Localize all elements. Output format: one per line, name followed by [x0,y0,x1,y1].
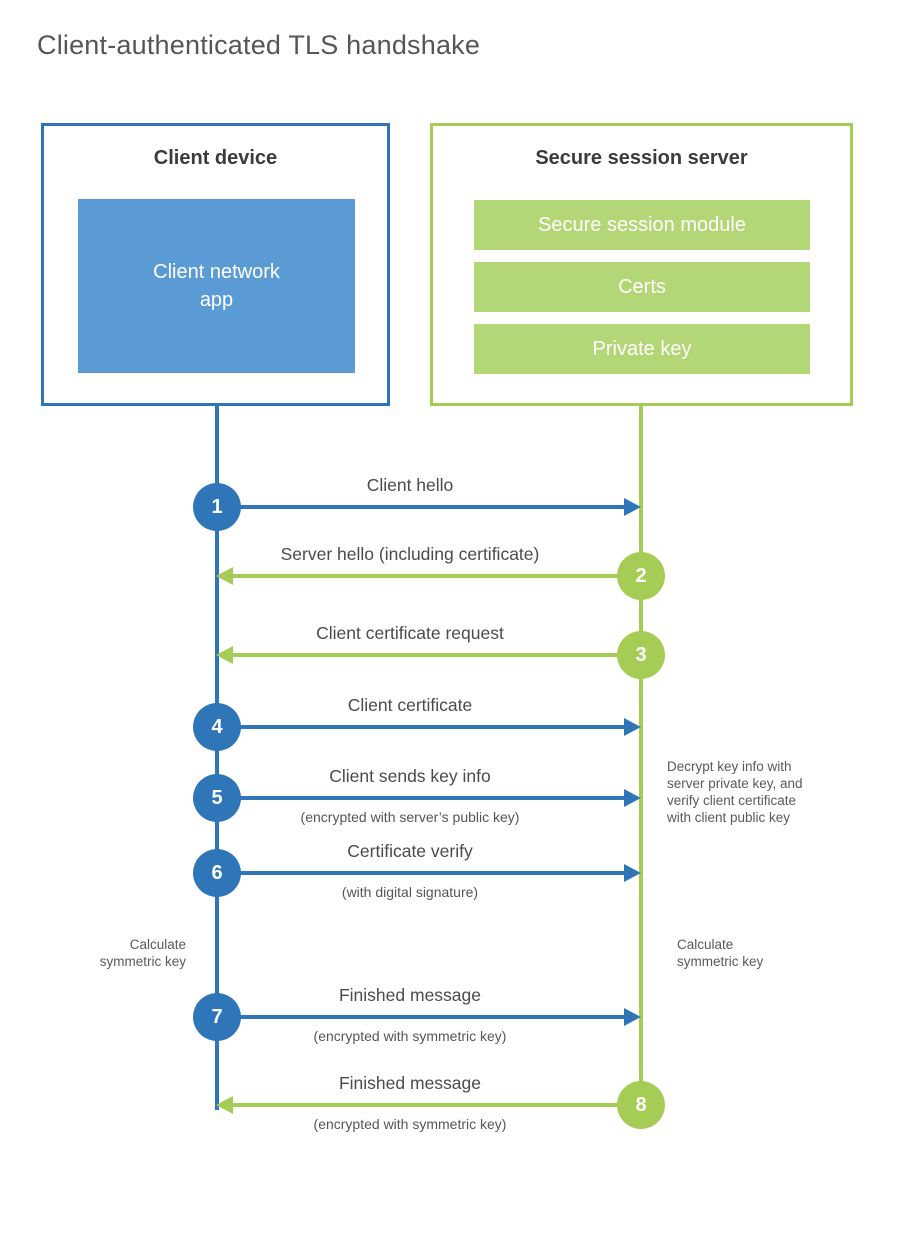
arrow-head-left-icon [216,646,233,664]
step-circle: 4 [193,703,241,751]
message-label: Client hello [366,475,454,495]
client-lifeline [215,405,219,1110]
message-sublabel: (encrypted with server’s public key) [300,809,520,825]
step-circle: 6 [193,849,241,897]
step-circle: 7 [193,993,241,1041]
secure-session-server-heading: Secure session server [535,147,748,169]
message-sublabel: (encrypted with symmetric key) [313,1028,507,1044]
arrow-head-left-icon [216,567,233,585]
arrow-head-right-icon [624,1008,641,1026]
server-module-secure-session: Secure session module [474,200,810,250]
arrow-shaft [233,653,641,657]
message-label: Certificate verify [347,841,473,861]
message-label: Client certificate [347,695,473,715]
arrow-shaft [217,505,624,509]
message-label: Finished message [338,1073,482,1093]
arrow-shaft [233,574,641,578]
server-module-private-key: Private key [474,324,810,374]
note-calculate-symmetric-key-client: Calculate symmetric key [99,937,186,969]
arrow-head-right-icon [624,718,641,736]
diagram-title: Client-authenticated TLS handshake [37,30,481,60]
note-decrypt-key-info: Decrypt key info with server private key… [667,759,803,825]
step-circle: 3 [617,631,665,679]
step-circle: 8 [617,1081,665,1129]
server-lifeline [639,405,643,1105]
message-label: Finished message [338,985,482,1005]
step-circle: 5 [193,774,241,822]
arrow-shaft [233,1103,641,1107]
client-device-heading: Client device [153,147,278,169]
message-label: Client sends key info [329,766,491,786]
client-network-app-box: Client network app [78,199,355,373]
message-sublabel: (encrypted with symmetric key) [313,1116,507,1132]
step-circle: 2 [617,552,665,600]
arrow-shaft [217,796,624,800]
message-sublabel: (with digital signature) [341,884,479,900]
server-module-certs: Certs [474,262,810,312]
arrow-head-right-icon [624,498,641,516]
arrow-shaft [217,1015,624,1019]
step-circle: 1 [193,483,241,531]
arrow-shaft [217,871,624,875]
message-label: Client certificate request [316,623,504,643]
arrow-shaft [217,725,624,729]
arrow-head-right-icon [624,789,641,807]
arrow-head-left-icon [216,1096,233,1114]
message-label: Server hello (including certificate) [280,544,540,564]
arrow-head-right-icon [624,864,641,882]
note-calculate-symmetric-key-server: Calculate symmetric key [677,937,764,969]
